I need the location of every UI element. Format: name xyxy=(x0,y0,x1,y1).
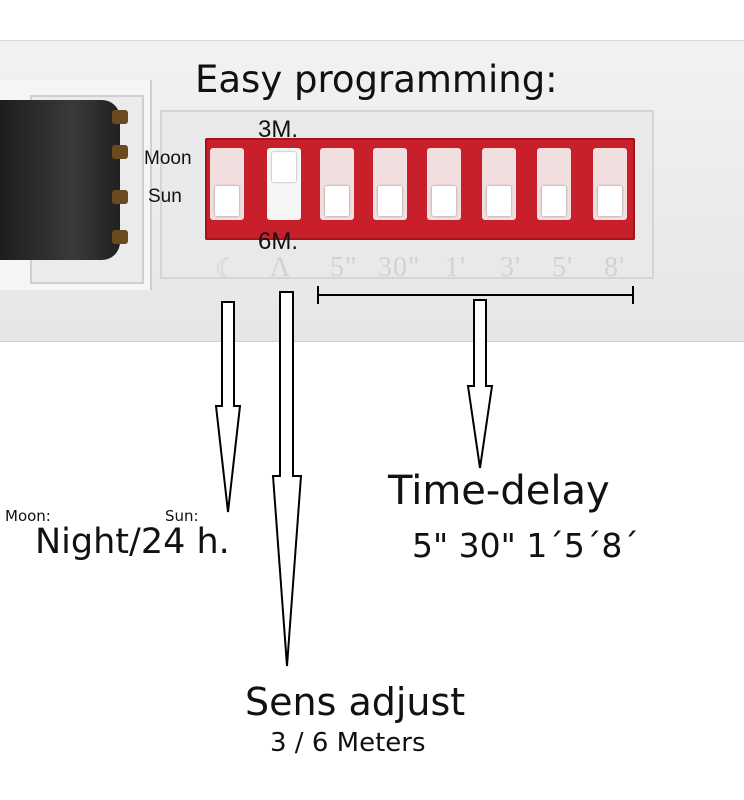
time-bracket xyxy=(317,286,634,304)
dip-switch-sens[interactable] xyxy=(267,148,301,220)
dip-switch-time-30s[interactable] xyxy=(373,148,407,220)
connector-pin xyxy=(112,145,128,159)
night-mode-text: Night/24 h. xyxy=(35,522,230,562)
embossed-time-30s: 30" xyxy=(378,252,421,283)
embossed-sens-symbol: Λ xyxy=(270,252,292,283)
switch-knob xyxy=(542,186,566,216)
switch-knob xyxy=(325,186,349,216)
switch-knob xyxy=(432,186,456,216)
sens-adjust-title: Sens adjust xyxy=(245,680,466,724)
cable-plug xyxy=(0,100,128,260)
night-sun-label: Sun: xyxy=(165,507,199,525)
embossed-time-5s: 5" xyxy=(330,252,358,283)
moon-position-label: Moon xyxy=(144,148,192,169)
switch-knob xyxy=(272,152,296,182)
dip-switch-time-1m[interactable] xyxy=(427,148,461,220)
dip-switch-time-5m[interactable] xyxy=(537,148,571,220)
switch-knob xyxy=(598,186,622,216)
dip-switch-moon-sun[interactable] xyxy=(210,148,244,220)
page-title: Easy programming: xyxy=(195,58,558,101)
time-delay-values: 5" 30" 1´5´8´ xyxy=(412,526,639,565)
switch-knob xyxy=(378,186,402,216)
embossed-time-8m: 8' xyxy=(604,252,626,283)
night-moon-label: Moon: xyxy=(5,507,51,525)
embossed-moon-symbol: ☾ xyxy=(215,254,242,285)
embossed-time-1m: 1' xyxy=(445,252,467,283)
night-arrow xyxy=(214,301,242,513)
switch-knob xyxy=(487,186,511,216)
sens-adjust-values: 3 / 6 Meters xyxy=(270,728,426,758)
dip-switch-time-8m[interactable] xyxy=(593,148,627,220)
dip-switch-time-3m[interactable] xyxy=(482,148,516,220)
time-delay-title: Time-delay xyxy=(388,468,610,514)
six-meter-label: 6M. xyxy=(258,228,299,255)
time-arrow xyxy=(466,299,494,469)
embossed-time-3m: 3' xyxy=(500,252,522,283)
dip-switch-block xyxy=(205,138,635,240)
dip-switch-time-5s[interactable] xyxy=(320,148,354,220)
embossed-time-5m: 5' xyxy=(552,252,574,283)
connector-pin xyxy=(112,110,128,124)
connector-pin xyxy=(112,190,128,204)
three-meter-label: 3M. xyxy=(258,116,299,143)
connector-pin xyxy=(112,230,128,244)
sens-arrow xyxy=(271,291,303,667)
sun-position-label: Sun xyxy=(148,186,182,207)
switch-knob xyxy=(215,186,239,216)
